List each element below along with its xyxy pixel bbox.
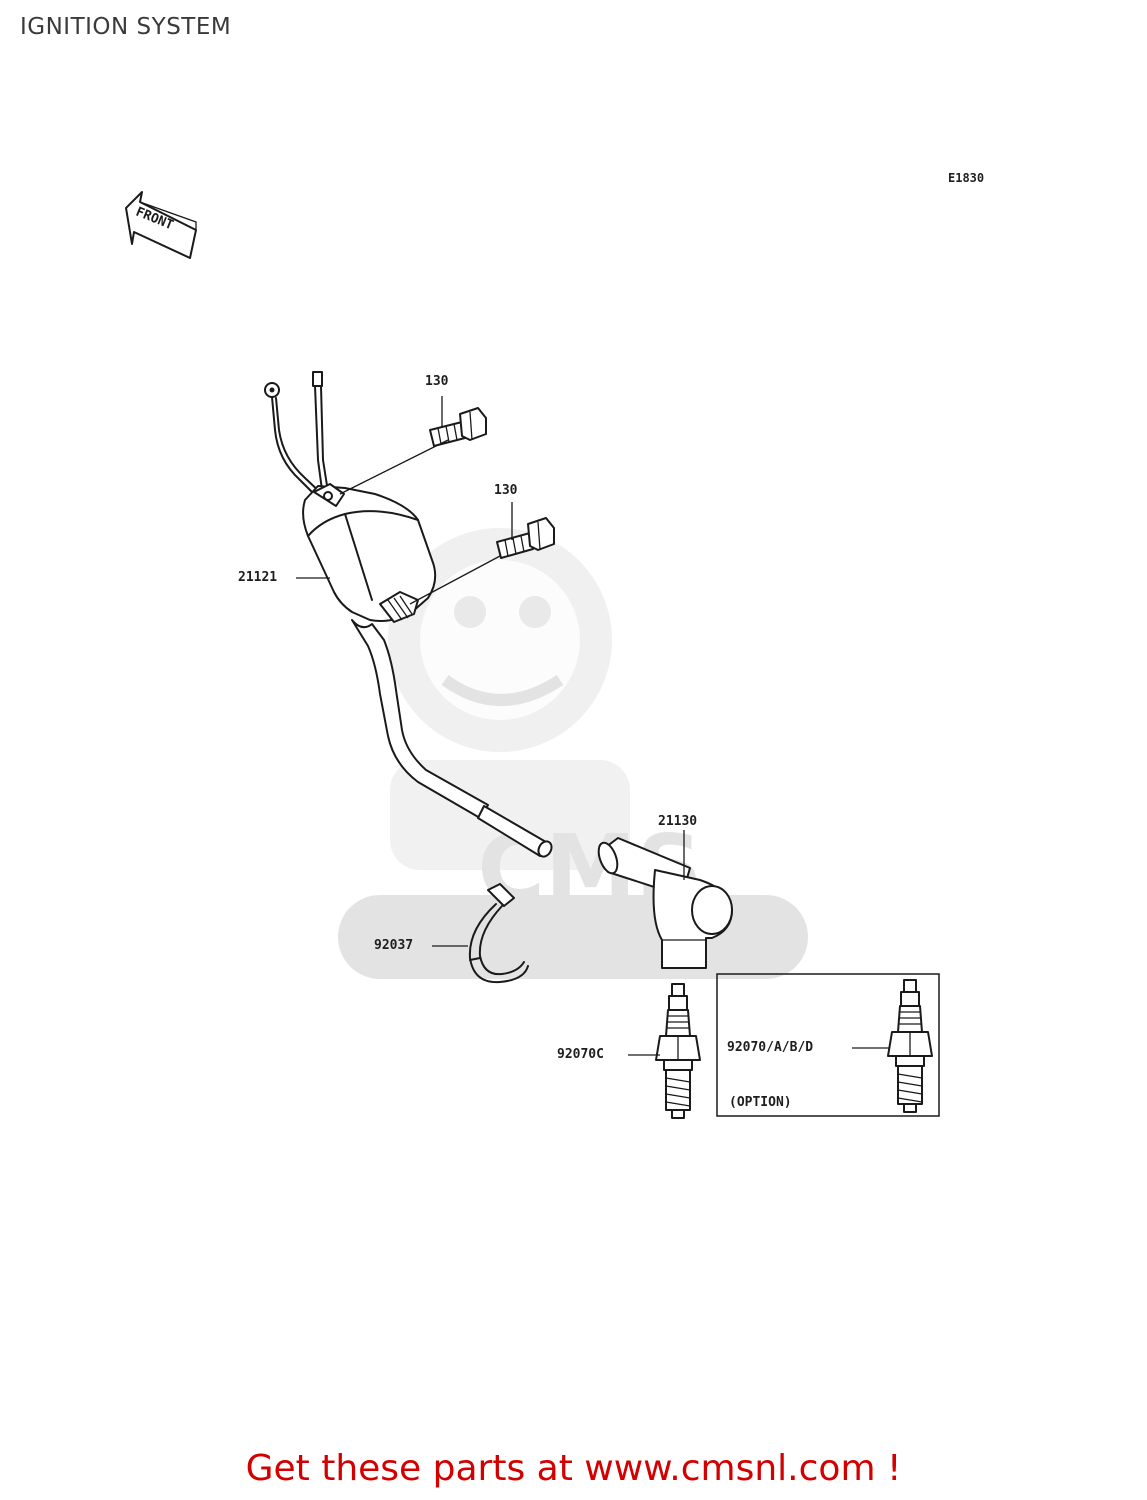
leader-lines — [296, 396, 890, 1056]
spark-plug-option — [887, 979, 933, 1113]
ignition-coil — [302, 483, 553, 858]
callout-spark-plug: 92070C — [557, 1047, 604, 1062]
footer-cta-link[interactable]: Get these parts at www.cmsnl.com ! — [245, 1448, 902, 1489]
bolt-lower — [496, 517, 555, 559]
callout-bolt-upper: 130 — [425, 374, 449, 389]
plug-cap — [597, 837, 733, 969]
bolt-upper — [429, 407, 487, 447]
callout-band: 92037 — [374, 938, 414, 953]
callout-ignition-coil: 21121 — [238, 570, 278, 585]
drawing-code: E1830 — [948, 171, 985, 185]
front-arrow-icon: FRONT — [125, 191, 197, 259]
callout-plug-cap: 21130 — [658, 814, 698, 829]
option-box — [716, 973, 940, 1117]
band-clamp — [468, 883, 529, 984]
callout-bolt-lower: 130 — [494, 483, 518, 498]
option-note: (OPTION) — [729, 1095, 792, 1110]
callout-spark-plug-option: 92070/A/B/D — [727, 1040, 814, 1055]
coil-wires — [264, 371, 329, 499]
spark-plug — [655, 983, 701, 1119]
page-title: IGNITION SYSTEM — [20, 14, 232, 40]
